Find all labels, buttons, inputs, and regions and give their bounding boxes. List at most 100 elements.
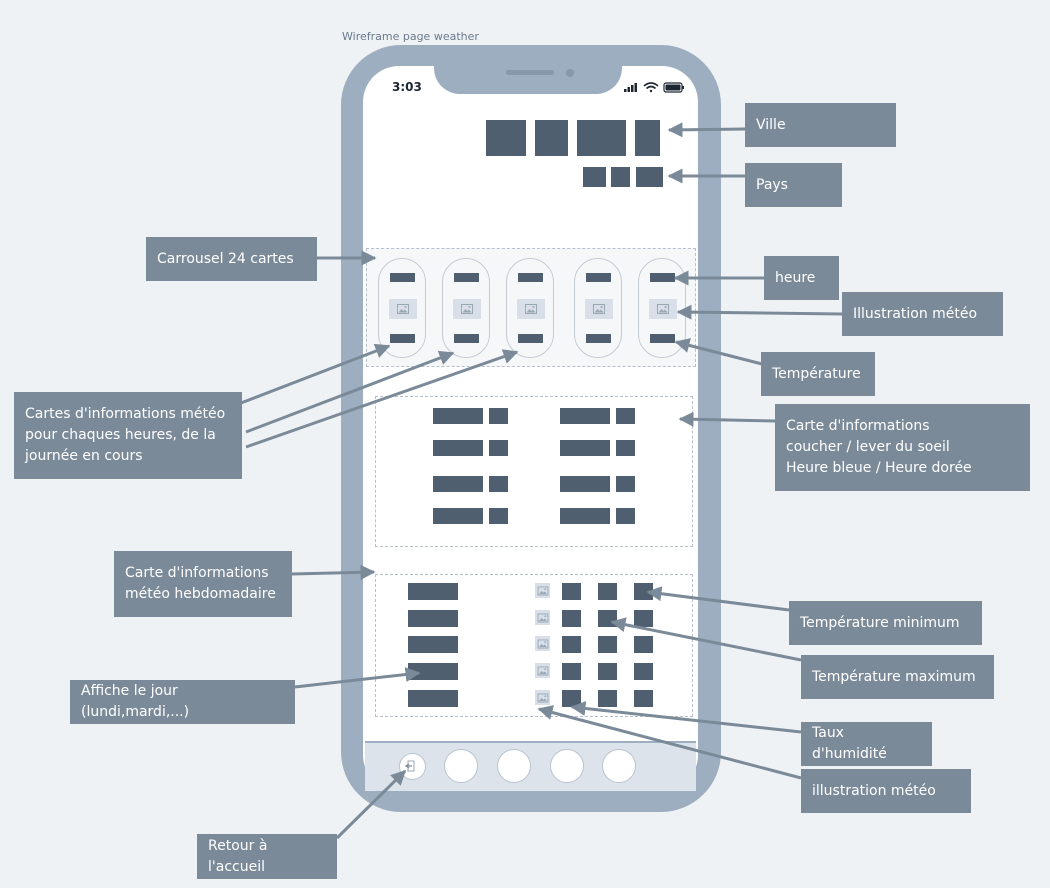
humidity-block (562, 663, 581, 680)
temp-max-block (598, 663, 617, 680)
phone-speaker (506, 70, 554, 75)
diagram-title: Wireframe page weather (342, 30, 479, 43)
nav-button-2[interactable] (444, 749, 478, 783)
nav-button-4[interactable] (550, 749, 584, 783)
label-illustration-meteo-2: illustration météo (801, 769, 971, 813)
weather-illustration (517, 299, 545, 319)
status-time: 3:03 (392, 80, 422, 94)
sun-info-block (616, 476, 635, 492)
arrow-cartes-1 (240, 343, 391, 405)
hour-card[interactable] (378, 258, 426, 358)
temp-max-block (598, 636, 617, 653)
hour-card[interactable] (442, 258, 490, 358)
label-illustration-meteo: Illustration météo (842, 292, 1003, 336)
label-cartes-heures: Cartes d'informations météo pour chaques… (14, 392, 242, 479)
label-carte-hebdo: Carte d'informations météo hebdomadaire (114, 551, 292, 617)
sun-info-block (433, 508, 483, 524)
arrow-ville (667, 122, 746, 138)
nav-button-5[interactable] (602, 749, 636, 783)
arrow-cartes-2 (245, 350, 455, 434)
nav-button-3[interactable] (497, 749, 531, 783)
weather-illustration (535, 690, 550, 705)
image-icon (461, 304, 473, 314)
arrow-carte-soleil (678, 411, 776, 427)
back-home-icon (404, 760, 415, 772)
battery-icon (663, 82, 684, 93)
day-text (408, 610, 458, 627)
signal-icon (624, 83, 637, 92)
weather-illustration (585, 299, 613, 319)
image-icon (537, 639, 548, 648)
weather-illustration (535, 610, 550, 625)
arrow-temperature (674, 338, 763, 366)
sun-info-block (489, 440, 508, 456)
weekly-card (375, 574, 693, 717)
image-icon (537, 586, 548, 595)
day-text (408, 583, 458, 600)
label-carrousel: Carrousel 24 cartes (146, 237, 317, 281)
arrow-temp-min (646, 586, 790, 612)
label-carte-soleil: Carte d'informations coucher / lever du … (775, 404, 1030, 491)
humidity-block (562, 610, 581, 627)
hour-text (586, 273, 611, 282)
sun-info-block (433, 408, 483, 424)
label-affiche-jour: Affiche le jour (lundi,mardi,...) (70, 680, 295, 724)
image-icon (537, 613, 548, 622)
weather-illustration (535, 663, 550, 678)
temp-max-block (598, 690, 617, 707)
label-pays: Pays (745, 163, 842, 207)
arrow-carte-hebdo (291, 564, 376, 580)
weather-illustration (535, 636, 550, 651)
hour-card[interactable] (574, 258, 622, 358)
temp-max-block (598, 583, 617, 600)
temp-min-block (634, 663, 653, 680)
label-humidite: Taux d'humidité (801, 722, 932, 766)
sun-info-block (489, 508, 508, 524)
image-icon (657, 304, 669, 314)
home-nav-button[interactable] (399, 753, 426, 780)
day-text (408, 690, 458, 707)
image-icon (537, 666, 548, 675)
status-icons (624, 82, 684, 93)
temp-min-block (634, 636, 653, 653)
hour-text (390, 273, 415, 282)
label-temp-min: Température minimum (789, 601, 982, 645)
weather-illustration (649, 299, 677, 319)
hour-text (518, 273, 543, 282)
day-text (408, 636, 458, 653)
wifi-icon (643, 82, 659, 93)
phone-notch (434, 60, 622, 94)
temperature-text (650, 334, 675, 343)
sun-info-block (616, 508, 635, 524)
label-retour: Retour à l'accueil (197, 834, 337, 879)
label-heure: heure (764, 256, 839, 300)
weather-illustration (535, 583, 550, 598)
arrow-illustration-2 (537, 705, 802, 780)
sun-info-block (560, 476, 610, 492)
arrow-illustration (676, 304, 843, 320)
weather-illustration (389, 299, 417, 319)
day-text (408, 663, 458, 680)
image-icon (593, 304, 605, 314)
label-temperature: Température (761, 352, 875, 396)
hour-text (454, 273, 479, 282)
sun-info-block (433, 476, 483, 492)
arrow-humidite (570, 701, 802, 734)
weather-illustration (453, 299, 481, 319)
temperature-text (586, 334, 611, 343)
image-icon (537, 693, 548, 702)
temperature-text (518, 334, 543, 343)
sun-info-block (489, 408, 508, 424)
label-temp-max: Température maximum (801, 655, 994, 699)
humidity-block (562, 636, 581, 653)
label-ville: Ville (745, 103, 896, 147)
sun-info-block (616, 440, 635, 456)
arrow-affiche-jour (294, 667, 421, 689)
sun-info-card (375, 396, 693, 547)
phone-camera (566, 69, 574, 77)
hour-card[interactable] (506, 258, 554, 358)
arrow-cartes-3 (245, 349, 519, 449)
sun-info-block (560, 440, 610, 456)
hour-text (650, 273, 675, 282)
